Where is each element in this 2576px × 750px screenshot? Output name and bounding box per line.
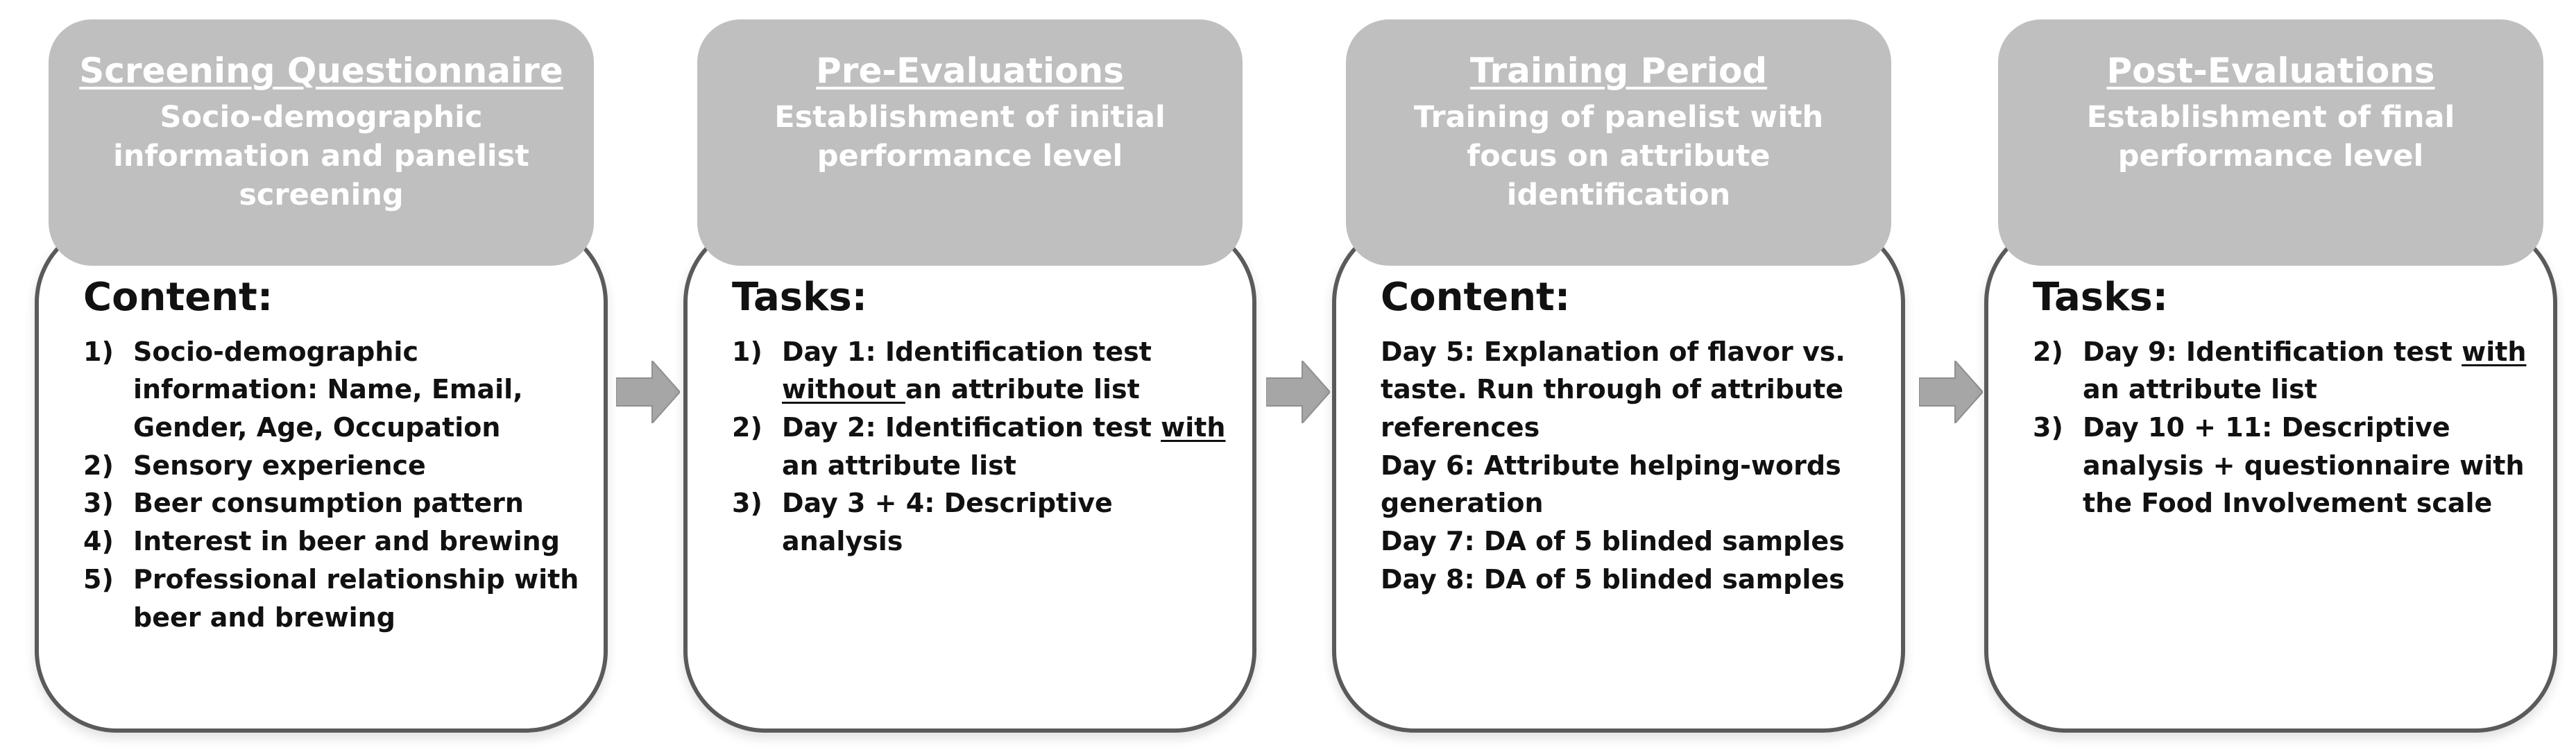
item-text-part: an attribute list [905, 374, 1140, 405]
list-item: Day 5: Explanation of flavor vs. taste. … [1381, 336, 1845, 443]
list-item: 2) Sensory experience [83, 447, 586, 485]
item-text: Professional relationship with beer and … [133, 563, 579, 633]
list-item: 1) Day 1: Identification test without an… [732, 333, 1235, 409]
stage-header: Pre-Evaluations Establishment of initial… [697, 19, 1243, 266]
stage-body: Tasks: 2) Day 9: Identification test wit… [2033, 276, 2536, 522]
stage-title: Screening Questionnaire [79, 51, 563, 91]
list-item: Day 6: Attribute helping-words generatio… [1381, 450, 1841, 519]
stage-card [35, 221, 608, 733]
stage-header: Screening Questionnaire Socio-demographi… [49, 19, 594, 266]
list-item: 1) Socio-demographic information: Name, … [83, 333, 586, 447]
item-underlined-word: with [1161, 412, 1226, 443]
stage-subtitle: Establishment of initial performance lev… [774, 100, 1166, 173]
item-number: 1) [83, 336, 114, 367]
stage-subtitle: Socio-demographic information and paneli… [113, 100, 529, 212]
arrow-right-icon [1266, 361, 1330, 423]
item-text-part: Day 1: Identification test [782, 336, 1152, 367]
item-text-part: an attribute list [2083, 374, 2317, 405]
list-item: 2) Day 2: Identification test with an at… [732, 409, 1235, 484]
list-item: 3) Beer consumption pattern [83, 484, 586, 522]
item-text: Socio-demographic information: Name, Ema… [133, 336, 523, 443]
arrow-right-icon [1919, 361, 1983, 423]
item-number: 2) [2033, 336, 2063, 367]
list-item: Day 8: DA of 5 blinded samples [1381, 563, 1845, 595]
task-list: 2) Day 9: Identification test with an at… [2033, 333, 2536, 523]
item-text-part: Day 2: Identification test [782, 412, 1161, 443]
list-item: 4) Interest in beer and brewing [83, 522, 586, 561]
content-list: 1) Socio-demographic information: Name, … [83, 333, 586, 637]
item-text: Day 3 + 4: Descriptive analysis [782, 488, 1113, 557]
section-heading: Content: [83, 275, 273, 320]
item-text: Day 1: Identification test without an at… [782, 333, 1235, 409]
item-number: 4) [83, 526, 114, 557]
item-number: 2) [732, 412, 762, 443]
stage-training-period: Training Period Training of panelist wit… [1332, 19, 1915, 734]
item-number: 1) [732, 336, 762, 367]
list-item: 5) Professional relationship with beer a… [83, 561, 586, 636]
item-text-part: an attribute list [782, 450, 1016, 481]
item-number: 2) [83, 450, 114, 481]
item-number: 3) [732, 488, 762, 519]
item-text: Interest in beer and brewing [133, 526, 560, 557]
stage-header: Training Period Training of panelist wit… [1346, 19, 1891, 266]
stage-header: Post-Evaluations Establishment of final … [1998, 19, 2543, 266]
item-number: 3) [2033, 412, 2063, 443]
stage-title: Training Period [1469, 51, 1768, 91]
item-text: Day 10 + 11: Descriptive analysis + ques… [2083, 412, 2525, 519]
stage-body: Content: Day 5: Explanation of flavor vs… [1381, 276, 1884, 599]
stage-card [1984, 221, 2557, 733]
item-text-part: Day 9: Identification test [2083, 336, 2462, 367]
list-item: 3) Day 3 + 4: Descriptive analysis [732, 484, 1235, 560]
day-list: Day 5: Explanation of flavor vs. taste. … [1381, 333, 1884, 599]
item-text: Beer consumption pattern [133, 488, 524, 519]
list-item: 3) Day 10 + 11: Descriptive analysis + q… [2033, 409, 2536, 522]
stage-body: Content: 1) Socio-demographic informatio… [83, 276, 586, 636]
stage-screening-questionnaire: Screening Questionnaire Socio-demographi… [35, 19, 617, 734]
arrow-right-icon [616, 361, 680, 423]
stage-card [683, 221, 1256, 733]
section-heading: Tasks: [2033, 275, 2169, 320]
task-list: 1) Day 1: Identification test without an… [732, 333, 1235, 561]
item-text: Day 2: Identification test with an attri… [782, 409, 1235, 484]
section-heading: Tasks: [732, 275, 868, 320]
section-heading: Content: [1381, 275, 1571, 320]
item-number: 5) [83, 563, 114, 595]
stage-card [1332, 221, 1905, 733]
stage-body: Tasks: 1) Day 1: Identification test wit… [732, 276, 1235, 561]
item-number: 3) [83, 488, 114, 519]
item-underlined-word: without [782, 374, 905, 405]
list-item: Day 7: DA of 5 blinded samples [1381, 526, 1845, 557]
stage-subtitle: Establishment of final performance level [2086, 100, 2455, 173]
stage-title: Pre-Evaluations [816, 51, 1124, 91]
stage-subtitle: Training of panelist with focus on attri… [1413, 100, 1824, 212]
item-text: Sensory experience [133, 450, 426, 481]
item-text: Day 9: Identification test with an attri… [2083, 333, 2536, 409]
stage-title: Post-Evaluations [2106, 51, 2435, 91]
stage-pre-evaluations: Pre-Evaluations Establishment of initial… [683, 19, 1266, 734]
list-item: 2) Day 9: Identification test with an at… [2033, 333, 2536, 409]
item-underlined-word: with [2462, 336, 2527, 367]
stage-post-evaluations: Post-Evaluations Establishment of final … [1984, 19, 2567, 734]
